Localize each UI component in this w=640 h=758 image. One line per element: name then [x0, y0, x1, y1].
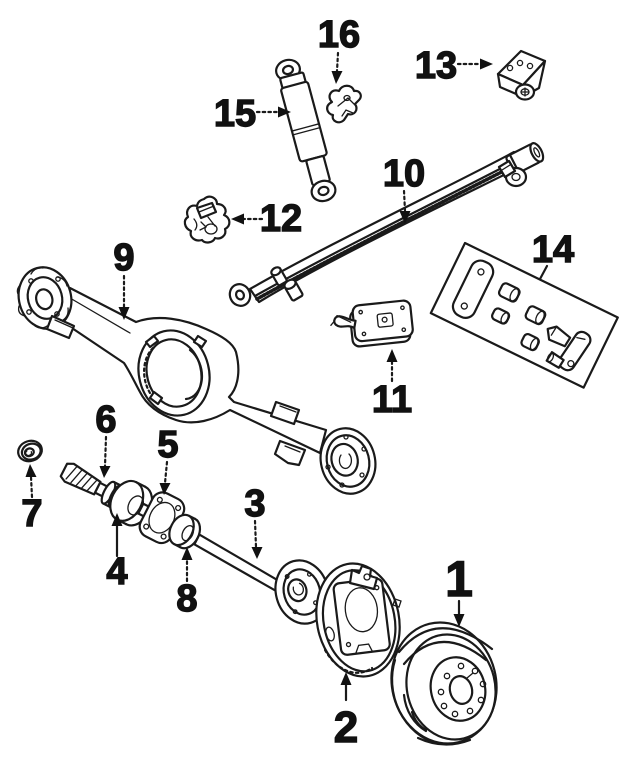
spring-clip — [283, 278, 304, 302]
housing-end-flange — [319, 427, 377, 495]
spring-perch — [269, 400, 301, 426]
arrowhead-icon — [118, 307, 130, 320]
arrowhead-icon — [278, 106, 291, 118]
callout-arrow-10 — [402, 189, 407, 213]
part-shock-bracket — [326, 84, 362, 124]
callout-label-16: 16 — [318, 14, 360, 56]
kit-bushings — [491, 282, 547, 352]
callout-label-11: 11 — [372, 379, 412, 421]
arrowhead-icon — [231, 213, 244, 225]
drum-bolt-holes — [437, 662, 487, 718]
part-spring-seat — [330, 299, 414, 348]
retainer-collar — [168, 513, 202, 550]
callout-label-12: 12 — [260, 198, 302, 240]
callout-label-7: 7 — [21, 493, 42, 535]
callout-arrow-6 — [103, 435, 108, 468]
kit-shackle-bolt — [545, 325, 592, 372]
callout-label-6: 6 — [95, 399, 116, 441]
arrowhead-icon — [111, 513, 123, 526]
callout-label-10: 10 — [383, 153, 425, 195]
housing-left-flange — [16, 266, 73, 330]
arrowhead-icon — [480, 58, 493, 70]
spring-clip — [270, 266, 288, 287]
arrowhead-icon — [99, 466, 111, 478]
part-axle-housing — [16, 266, 377, 495]
part-axle-shaft-assembly — [59, 462, 293, 599]
callout-arrow-3 — [253, 519, 258, 549]
shaft-hub-flange — [274, 559, 330, 625]
callout-label-4: 4 — [106, 551, 127, 593]
arrowhead-icon — [386, 349, 398, 362]
part-spring-hanger-bracket — [496, 49, 547, 101]
part-brake-drum — [390, 621, 498, 746]
arrowhead-icon — [331, 71, 343, 84]
callout-label-2: 2 — [334, 703, 358, 752]
part-shock-absorber — [275, 58, 337, 203]
callout-label-13: 13 — [415, 45, 457, 87]
callout-label-1: 1 — [445, 551, 473, 607]
callout-label-5: 5 — [157, 424, 178, 466]
callout-label-14: 14 — [532, 229, 574, 271]
callout-leader-14 — [538, 264, 549, 281]
callout-arrow-5 — [163, 460, 169, 485]
part-bump-stop — [183, 195, 231, 244]
arrowhead-icon — [25, 464, 37, 477]
arrowhead-icon — [453, 614, 465, 627]
part-backing-plate — [315, 562, 402, 678]
callout-label-3: 3 — [244, 483, 265, 525]
arrowhead-icon — [399, 211, 411, 224]
arrowhead-icon — [251, 547, 263, 559]
callout-arrow-7 — [29, 475, 34, 499]
callout-arrow-16 — [335, 51, 340, 73]
spring-shackle — [505, 142, 545, 175]
part-oil-seal — [17, 439, 43, 463]
callout-label-15: 15 — [214, 93, 256, 135]
callout-label-9: 9 — [113, 237, 134, 279]
part-hardware-kit-box — [429, 241, 619, 389]
callouts: 1 2 3 4 5 6 7 8 9 10 11 12 — [21, 13, 575, 752]
callout-label-8: 8 — [176, 578, 197, 620]
shock-mount-bracket — [273, 439, 307, 467]
arrowhead-icon — [159, 483, 171, 495]
part-leaf-spring — [228, 142, 545, 307]
arrowhead-icon — [181, 547, 193, 560]
arrowhead-icon — [340, 672, 352, 685]
